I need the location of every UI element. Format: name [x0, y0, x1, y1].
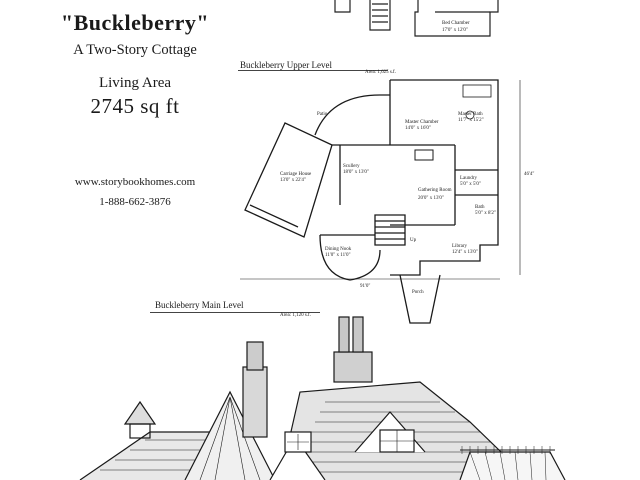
upper-level-title: Buckleberry Upper Level [240, 60, 332, 70]
depth-dimension: 46'4" [524, 172, 534, 177]
main-level-plan: Patio Master Chamber 14'0" x 16'0" Maste… [240, 79, 534, 324]
upper-level-plan: Bed Chamber 17'0" x 12'0" [334, 0, 499, 37]
gathering-room-label: Gathering Room [418, 188, 452, 193]
scullery-dims: 18'0" x 13'0" [343, 170, 369, 175]
laundry-dims: 5'0" x 5'0" [460, 182, 481, 187]
bath-dims: 5'0" x 8'2" [475, 211, 496, 216]
library-dims: 12'4" x 13'0" [452, 250, 478, 255]
bed-chamber-dims: 17'0" x 12'0" [442, 28, 468, 33]
dining-nook-dims: 11'0" x 11'0" [325, 253, 351, 258]
main-level-rule [150, 312, 320, 313]
patio-label: Patio [317, 112, 328, 117]
dining-nook-label: Dining Nook [325, 247, 352, 252]
house-subtitle: A Two-Story Cottage [73, 42, 197, 58]
gathering-room-dims: 20'0" x 13'0" [418, 196, 444, 201]
house-name: "Buckleberry" [60, 10, 210, 35]
bath-label: Bath [475, 205, 485, 210]
master-bath-label: Master Bath [458, 112, 483, 117]
main-level-area: Area: 1,120 s.f. [280, 313, 311, 318]
upper-level-area: Area: 1,625 s.f. [365, 70, 396, 75]
living-area-label: Living Area [98, 75, 172, 91]
upper-level-rule [238, 70, 388, 71]
phone-number: 1-888-662-3876 [99, 196, 171, 208]
front-elevation-drawing [79, 316, 566, 480]
master-chamber-label: Master Chamber [405, 120, 439, 125]
width-dimension: 91'0" [360, 284, 370, 289]
master-chamber-dims: 14'0" x 16'0" [405, 126, 431, 131]
carriage-house-dims: 13'0" x 22'4" [280, 178, 306, 183]
title-block: "Buckleberry" A Two-Story Cottage Living… [40, 10, 230, 119]
library-label: Library [452, 244, 467, 249]
laundry-label: Laundry [460, 176, 477, 181]
contact-block: www.storybookhomes.com 1-888-662-3876 [40, 172, 230, 212]
scullery-label: Scullery [343, 164, 360, 169]
master-bath-dims: 11'7" x 15'2" [458, 118, 484, 123]
porch-label: Porch [412, 290, 424, 295]
main-level-title: Buckleberry Main Level [155, 300, 244, 310]
website-link[interactable]: www.storybookhomes.com [74, 176, 196, 188]
bed-chamber-label: Bed Chamber [442, 21, 470, 26]
carriage-house-label: Carriage House [280, 172, 312, 177]
stair-up-label: Up [410, 238, 417, 243]
living-area-value: 2745 sq ft [90, 94, 180, 118]
